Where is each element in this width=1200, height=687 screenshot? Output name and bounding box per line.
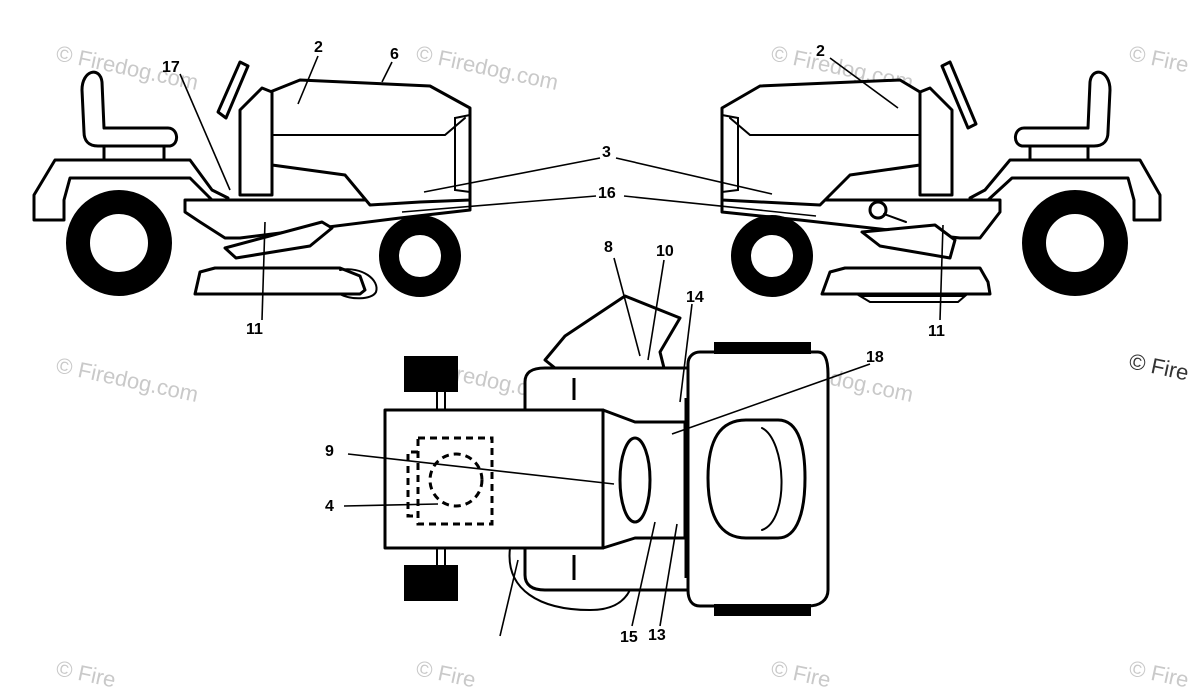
callout-3: 3	[602, 144, 611, 161]
deck-belt-guard-lower	[508, 547, 631, 612]
leader-3-right	[615, 157, 773, 195]
frame-left	[183, 198, 472, 240]
footrest-right	[860, 223, 957, 260]
watermark-edge: © Fire	[1127, 348, 1191, 385]
watermark: © Fire	[414, 655, 478, 687]
hood-left	[268, 78, 472, 207]
hood-grille-line-right	[729, 117, 919, 136]
front-wheel-hub-left	[397, 233, 443, 279]
callout-2-left: 2	[314, 39, 323, 56]
tractor-left-side-view	[32, 60, 472, 300]
callout-15: 15	[620, 629, 638, 646]
callout-9: 9	[325, 443, 334, 460]
leader-2-right	[829, 57, 899, 109]
leader-17	[179, 73, 231, 191]
rear-axle-upper	[436, 390, 446, 411]
seat-right	[1014, 70, 1112, 148]
watermark: © Firedog.com	[54, 352, 201, 407]
leader-4	[343, 503, 439, 507]
front-bumper-upper	[714, 342, 811, 354]
hood-side-panel-right	[721, 113, 739, 194]
tractor-right-side-view	[720, 60, 1162, 303]
front-wheel-hub-right	[749, 233, 795, 279]
rear-tire-top-lower	[404, 565, 458, 601]
leader-9	[347, 453, 615, 485]
leader-14	[679, 303, 693, 403]
headlight-inner-arc	[761, 427, 783, 531]
leader-6	[381, 61, 393, 83]
dash-tower-left	[238, 86, 274, 197]
callout-2-right: 2	[816, 43, 825, 60]
steering-column-top	[618, 436, 652, 524]
footrest-left	[223, 220, 334, 260]
leader-11-left	[261, 221, 266, 321]
watermark: © Fire	[54, 655, 118, 687]
steering-wheel-left	[216, 60, 250, 120]
watermark: © Fire	[1127, 655, 1191, 687]
seat-post-left	[102, 144, 166, 162]
engine-outline-top	[416, 436, 494, 526]
rear-axle-lower	[436, 547, 446, 567]
deck-discharge-chute-left	[339, 268, 378, 300]
callout-10: 10	[656, 243, 674, 260]
leader-unlabeled-bottom	[499, 559, 519, 637]
watermark: © Firedog.com	[414, 40, 561, 95]
callout-6: 6	[390, 46, 399, 63]
leader-lines	[179, 55, 944, 637]
callout-4: 4	[325, 498, 334, 515]
callout-17: 17	[162, 59, 180, 76]
leader-13	[659, 523, 678, 627]
leader-3-left	[423, 157, 601, 193]
fuel-cap-outline	[428, 452, 484, 508]
deck-bottom-right	[856, 295, 968, 303]
leader-10	[647, 259, 665, 361]
leader-18	[671, 363, 871, 435]
rear-wheel-hub-right	[1044, 212, 1106, 274]
tractor-top-view	[383, 294, 830, 616]
rear-tire-top-upper	[404, 356, 458, 392]
leader-2-left	[297, 55, 319, 105]
leader-16-left	[401, 195, 597, 213]
discharge-chute-top	[543, 294, 682, 374]
hood-side-panel-left	[454, 113, 471, 194]
callout-18: 18	[866, 349, 884, 366]
leader-8	[613, 257, 641, 357]
steering-wheel-right	[940, 60, 978, 130]
lift-lever-right	[883, 213, 907, 223]
watermark: © Fire	[769, 655, 833, 687]
hood-right	[720, 78, 922, 207]
mower-deck-right	[820, 266, 992, 296]
leader-11-right	[939, 224, 944, 321]
callout-14: 14	[686, 289, 704, 306]
mower-deck-left	[193, 266, 367, 296]
callout-labels: 2 6 17 2 3 16 11 11 8 10 14 18 9 4 15 13	[162, 39, 945, 646]
hood-grille-line-left	[271, 117, 466, 136]
lift-lever-knob-right	[868, 200, 888, 220]
leader-15	[631, 521, 656, 627]
rear-wheel-hub-left	[88, 212, 150, 274]
front-bumper-lower	[714, 604, 811, 616]
seat-post-right	[1028, 144, 1090, 162]
callout-13: 13	[648, 627, 666, 644]
callout-8: 8	[604, 239, 613, 256]
callout-11-left: 11	[246, 321, 263, 338]
callout-16: 16	[598, 185, 616, 202]
dash-tower-right	[918, 86, 954, 197]
headlight-lens	[706, 418, 807, 540]
watermark: © Fire	[1127, 40, 1191, 77]
engine-side-outline	[406, 450, 418, 518]
callout-11-right: 11	[928, 323, 945, 340]
leader-16-right	[623, 195, 817, 217]
seat-left	[80, 70, 178, 148]
